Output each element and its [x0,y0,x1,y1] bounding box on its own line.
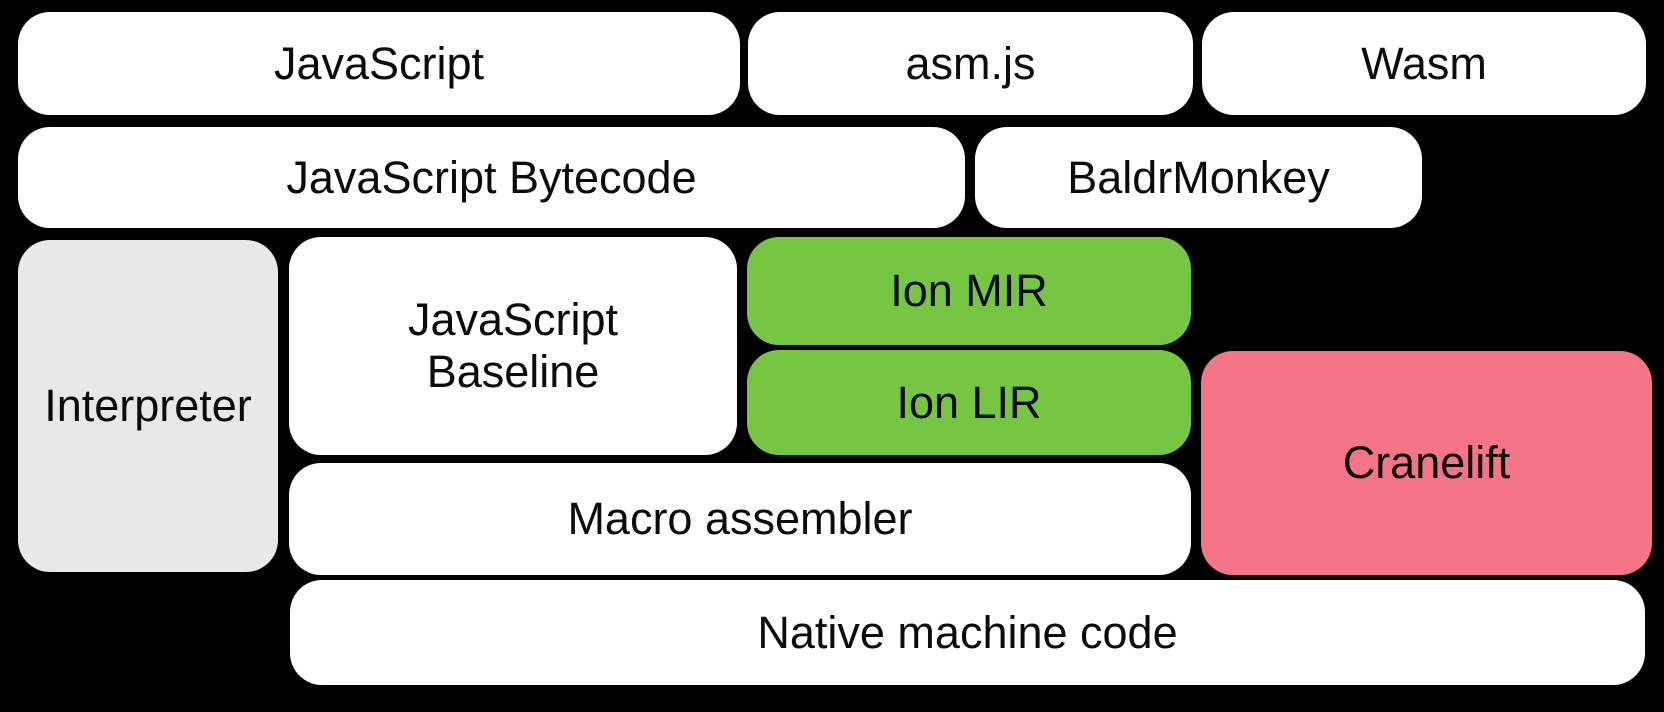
box-interpreter: Interpreter [18,240,278,572]
box-wasm: Wasm [1202,12,1646,115]
box-asmjs: asm.js [748,12,1193,115]
box-wasm-label: Wasm [1361,37,1487,89]
box-asmjs-label: asm.js [905,37,1036,89]
box-baldrmonkey-label: BaldrMonkey [1067,151,1330,203]
box-macro-assembler: Macro assembler [289,463,1191,575]
box-native-machine-code-label: Native machine code [757,606,1178,658]
box-ion-lir-label: Ion LIR [896,376,1042,428]
box-javascript-baseline: JavaScript Baseline [289,237,737,455]
box-ion-mir: Ion MIR [747,237,1191,345]
box-cranelift-label: Cranelift [1342,437,1511,489]
box-ion-mir-label: Ion MIR [890,265,1048,317]
box-javascript-bytecode: JavaScript Bytecode [18,127,965,228]
box-interpreter-label: Interpreter [44,380,252,432]
box-cranelift: Cranelift [1201,351,1652,575]
box-ion-lir: Ion LIR [747,350,1191,455]
box-javascript-label: JavaScript [273,37,485,89]
box-javascript-baseline-label: JavaScript Baseline [407,294,619,397]
box-native-machine-code: Native machine code [290,580,1645,685]
box-javascript-bytecode-label: JavaScript Bytecode [286,151,697,203]
box-javascript: JavaScript [18,12,740,115]
box-baldrmonkey: BaldrMonkey [975,127,1422,228]
box-macro-assembler-label: Macro assembler [567,493,913,545]
